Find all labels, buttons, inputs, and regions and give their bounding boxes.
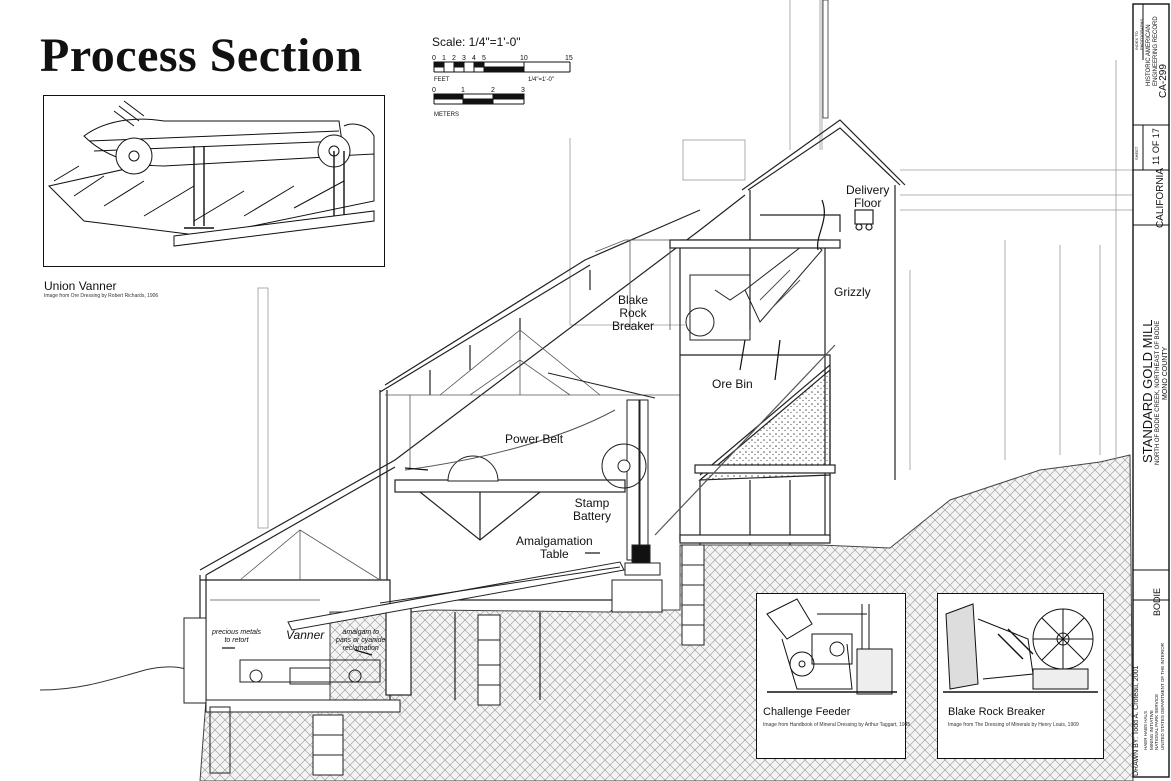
label-amalgamation-line1: Amalgamation — [516, 534, 593, 548]
record-line1: HISTORIC AMERICAN — [1146, 24, 1152, 86]
scale-feet-label: FEET — [434, 77, 450, 83]
label-precious-line2: to retort — [224, 637, 249, 644]
union-vanner-source: Image from Ore Dressing by Robert Richar… — [44, 293, 159, 299]
label-delivery-floor: Delivery Floor — [846, 184, 889, 210]
label-blake-rock-breaker: Blake Rock Breaker — [612, 294, 654, 333]
scale-tick-feet-0: 0 — [432, 55, 436, 62]
label-vanner: Vanner — [286, 628, 325, 642]
label-blake-line2: Rock — [619, 306, 647, 320]
title-block-sheet-number: 11 OF 17 — [1151, 128, 1161, 165]
challenge-feeder-caption: Challenge Feeder — [763, 706, 851, 718]
scale-tick-m-0: 0 — [432, 87, 436, 94]
label-stamp-line1: Stamp — [574, 496, 610, 510]
scale-tick-feet-1: 1 — [442, 55, 446, 62]
title-block-frame — [1132, 3, 1170, 778]
smoke-stack — [822, 0, 829, 119]
agency-line4: UNITED STATES DEPARTMENT OF THE INTERIOR — [1159, 642, 1165, 750]
scale-heading: Scale: 1/4"=1'-0" — [432, 35, 521, 49]
title-block-county: MONO COUNTY — [1162, 346, 1169, 400]
stamp-battery — [547, 372, 663, 613]
union-vanner-caption: Union Vanner — [44, 279, 117, 293]
label-amalgam: amalgam to pans or cyanide reclamation — [336, 629, 385, 653]
label-delivery-floor-line1: Delivery — [846, 183, 890, 197]
label-grizzly: Grizzly — [834, 285, 871, 299]
index-note-line2: PHOTOGRAPHS — [1139, 18, 1144, 50]
scale-tick-feet-5: 5 — [482, 55, 486, 62]
scale-tick-m-2: 2 — [491, 87, 495, 94]
title-block-index-note: INDEX TO PHOTOGRAPHS — [1134, 19, 1144, 50]
label-amalgam-line1: amalgam to — [342, 629, 379, 636]
background-buildings — [257, 0, 1133, 529]
roof-trusses — [210, 239, 681, 601]
label-precious-metals: precious metals to retort — [212, 629, 261, 645]
label-amalgam-line3: reclamation — [342, 645, 379, 652]
scale-meters-label: METERS — [434, 112, 459, 118]
scale-feet-ratio: 1/4"=1'-0" — [528, 77, 554, 83]
vanner-floor — [183, 617, 401, 774]
blake-rock-breaker-source: Image from The Dressing of Minerals by H… — [948, 722, 1079, 728]
page-title: Process Section — [40, 29, 363, 82]
scale-tick-feet-15: 15 — [565, 55, 573, 62]
scale-tick-feet-10: 10 — [520, 55, 528, 62]
title-block-state: CALIFORNIA — [1155, 167, 1166, 228]
title-block-sheet-label: SHEET — [1134, 146, 1139, 160]
label-stamp-battery: Stamp Battery — [573, 497, 611, 523]
challenge-feeder-inset: Challenge Feeder Image from Handbook of … — [756, 593, 910, 759]
challenge-feeder-illustration — [766, 598, 897, 695]
union-vanner-inset — [43, 95, 385, 267]
label-amalgamation-table: Amalgamation Table — [516, 535, 593, 561]
foundation-piers — [312, 544, 705, 776]
label-ore-bin: Ore Bin — [712, 377, 753, 391]
process-flow-arrows — [222, 199, 825, 656]
label-amalgam-line2: pans or cyanide — [336, 637, 386, 644]
scale-tick-feet-2: 2 — [452, 55, 456, 62]
power-belt-wheel — [404, 409, 616, 482]
label-stamp-line2: Battery — [573, 509, 612, 523]
label-power-belt: Power Belt — [505, 432, 564, 446]
challenge-feeder-source: Image from Handbook of Mineral Dressing … — [763, 722, 911, 728]
title-block-drawn-by: DRAWN BY: Todd A. Croteau, 2001 — [1133, 665, 1140, 776]
scale-bar: 0 1 2 3 4 5 10 15 FEET 1/4"=1'-0" 0 1 2 … — [432, 55, 573, 118]
blake-rock-breaker-caption: Blake Rock Breaker — [948, 706, 1046, 718]
label-blake-line1: Blake — [618, 293, 649, 307]
blake-rock-breaker-inset: Blake Rock Breaker Image from The Dressi… — [937, 593, 1104, 759]
scale-tick-feet-3: 3 — [462, 55, 466, 62]
title-block-town: BODIE — [1152, 587, 1162, 616]
blake-rock-breaker-illustration — [943, 603, 1098, 693]
union-vanner-illustration — [48, 100, 375, 247]
delivery-house — [669, 119, 906, 480]
title-block-agency: HAER HABS HALS MINING INITIATIVE NATIONA… — [1143, 643, 1165, 750]
scale-tick-m-3: 3 — [521, 87, 525, 94]
title-block-project: STANDARD GOLD MILL — [1140, 319, 1155, 463]
label-blake-line3: Breaker — [612, 319, 655, 333]
label-delivery-floor-line2: Floor — [854, 196, 882, 210]
label-precious-line1: precious metals — [212, 629, 262, 636]
amalgamation-table — [287, 561, 625, 631]
ore-bin-tower — [654, 239, 836, 545]
ground-line-left — [39, 666, 207, 691]
title-block-location: NORTH OF BODIE CREEK, NORTHEAST OF BODIE — [1155, 320, 1161, 465]
title-block-record-number: CA-299 — [1158, 64, 1169, 98]
scale-tick-feet-4: 4 — [472, 55, 476, 62]
blake-rock-breaker-drawing — [685, 239, 823, 341]
label-amalgamation-line2: Table — [540, 547, 569, 561]
scale-tick-m-1: 1 — [461, 87, 465, 94]
